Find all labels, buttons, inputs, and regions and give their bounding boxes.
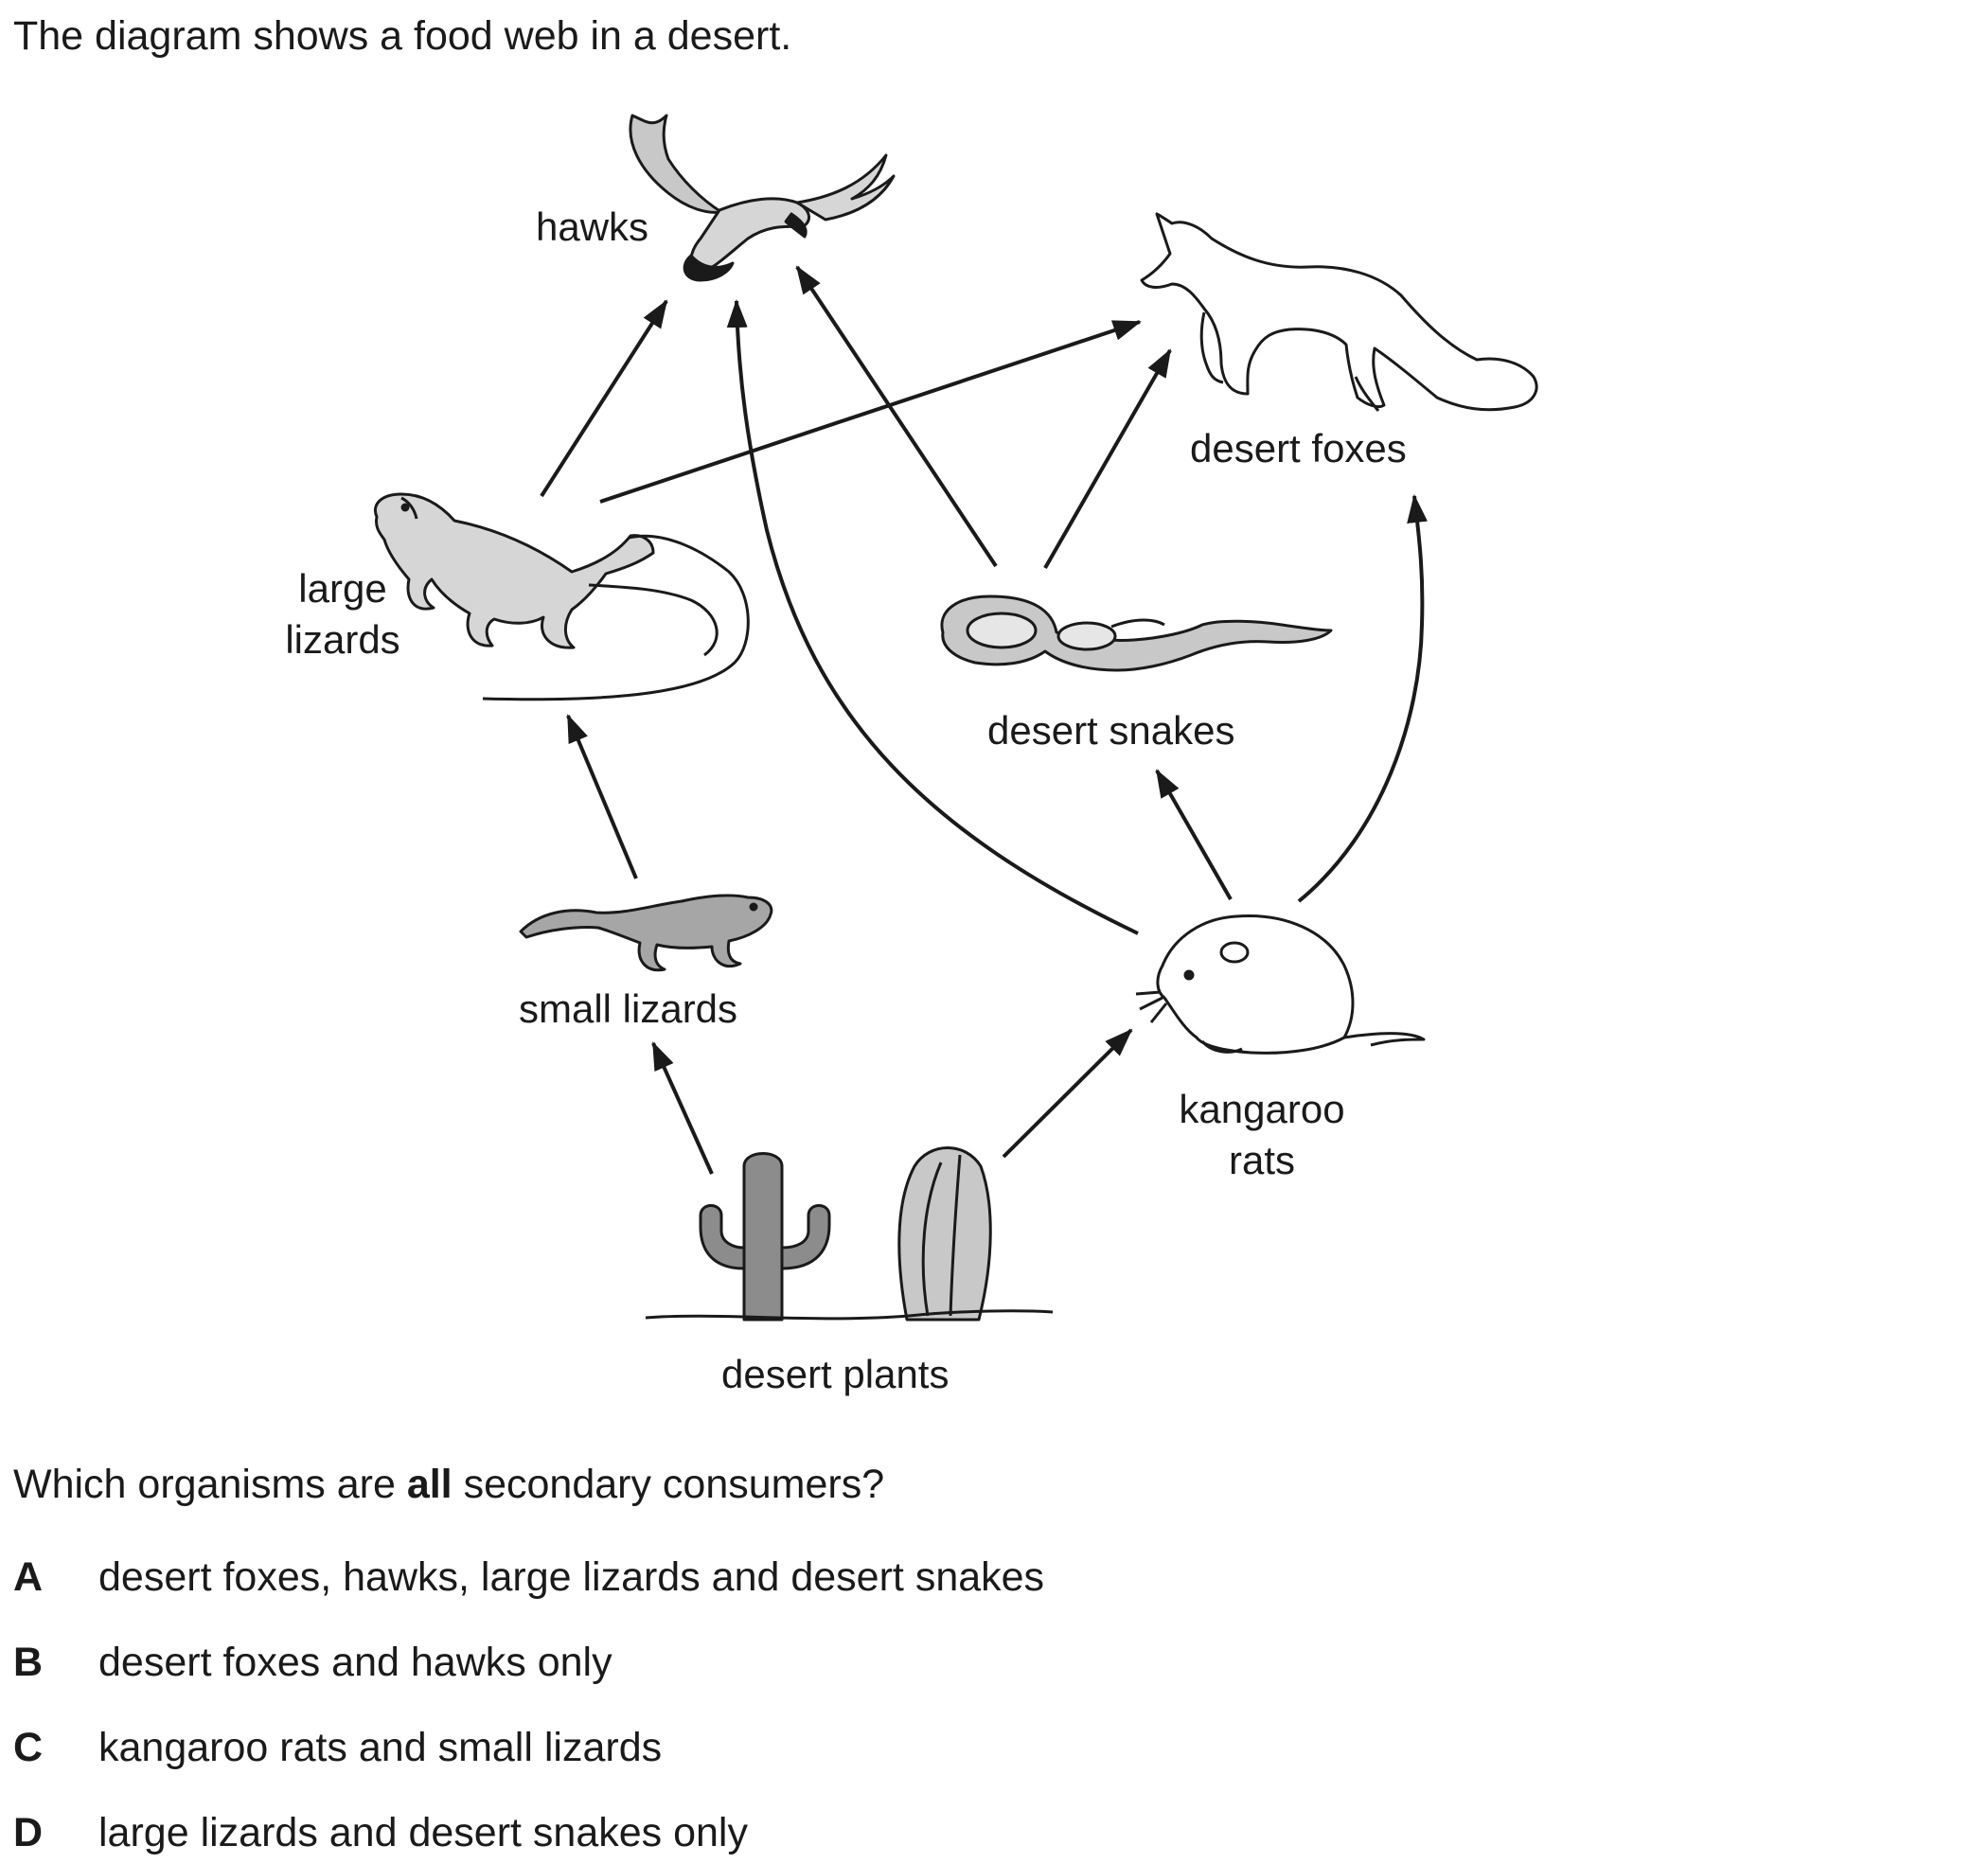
kangaroo-rat-illustration [1135, 914, 1426, 1055]
label-large-lizards-line2: lizards [285, 617, 399, 662]
label-large-lizards-line1: large [298, 566, 386, 611]
question-after: secondary consumers? [452, 1462, 885, 1507]
arrow-plants-to-kangaroo-rats [1002, 1028, 1133, 1159]
option-text: desert foxes, hawks, large lizards and d… [98, 1554, 1045, 1600]
fox-illustration [1140, 212, 1538, 412]
option-text: large lizards and desert snakes only [98, 1810, 748, 1855]
food-web-diagram: hawks desert foxes large lizards desert … [285, 114, 1538, 1396]
label-kangaroo-rats-line1: kangaroo [1179, 1087, 1344, 1131]
hawk-illustration [629, 114, 896, 282]
arrow-large-lizards-to-desert-foxes [599, 320, 1142, 504]
arrow-large-lizards-to-hawks [540, 299, 668, 498]
option-text: desert foxes and hawks only [98, 1640, 612, 1685]
desert-plants-illustration [645, 1146, 1054, 1322]
small-lizard-illustration [519, 894, 773, 972]
label-kangaroo-rats-line2: rats [1229, 1138, 1295, 1182]
option-letter: B [13, 1640, 44, 1685]
label-desert-plants: desert plants [721, 1352, 949, 1396]
arrow-kangaroo-rats-to-snakes [1155, 769, 1233, 900]
question-before: Which organisms are [13, 1462, 407, 1507]
arrow-plants-to-small-lizards [651, 1041, 714, 1175]
option-d[interactable]: D large lizards and desert snakes only [13, 1808, 748, 1857]
arrow-kangaroo-rats-to-desert-foxes [1297, 494, 1429, 903]
arrows [540, 265, 1429, 1175]
label-desert-foxes: desert foxes [1190, 426, 1407, 470]
option-a[interactable]: A desert foxes, hawks, large lizards and… [13, 1552, 1044, 1602]
label-small-lizards: small lizards [519, 986, 737, 1031]
option-letter: D [13, 1810, 44, 1855]
large-lizard-illustration [374, 492, 750, 701]
snake-illustration [940, 594, 1333, 672]
label-hawks: hawks [536, 204, 648, 249]
option-letter: C [13, 1725, 44, 1770]
option-b[interactable]: B desert foxes and hawks only [13, 1638, 612, 1687]
option-text: kangaroo rats and small lizards [98, 1725, 663, 1770]
arrow-kangaroo-rats-to-hawks [726, 299, 1139, 935]
arrow-snakes-to-desert-foxes [1043, 348, 1172, 569]
question-text: Which organisms are all secondary consum… [13, 1460, 884, 1509]
label-desert-snakes: desert snakes [987, 708, 1234, 753]
question-emphasis: all [406, 1462, 453, 1507]
option-letter: A [13, 1554, 44, 1600]
arrow-small-lizards-to-large-lizards [566, 714, 638, 879]
intro-text: The diagram shows a food web in a desert… [13, 13, 792, 59]
option-c[interactable]: C kangaroo rats and small lizards [13, 1723, 662, 1772]
arrow-snakes-to-hawks [795, 265, 998, 568]
